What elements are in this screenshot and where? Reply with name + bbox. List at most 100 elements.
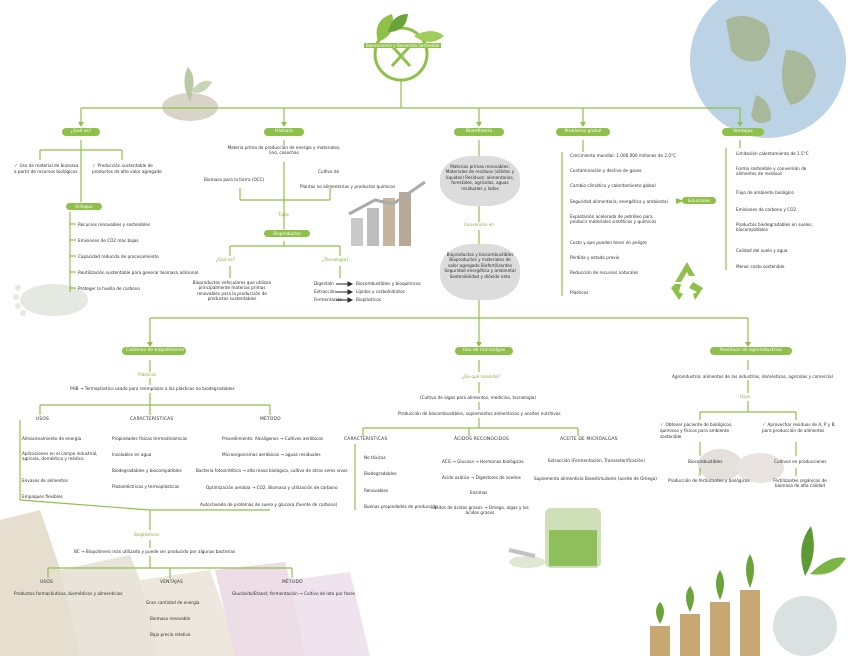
- algas-col-header: ACEITE DE MICROALGAS: [560, 437, 618, 442]
- que-es-item-2: ✓ Producción sustentable de productos de…: [92, 163, 170, 175]
- usos-item: Empaques flexibles: [22, 494, 63, 499]
- soluciones-pill[interactable]: Soluciones: [682, 197, 716, 204]
- agro-right-2: Cultivos en producciones: [774, 459, 827, 464]
- metodo2-item: Glucósido/Etanol; fermentación → Cultivo…: [232, 591, 355, 596]
- algas-acidos-item: Enzimas: [470, 490, 488, 495]
- check-icon: ✓: [660, 422, 664, 428]
- agro-left-3: Producción de fertilizantes y biológicos: [668, 478, 750, 483]
- problema-item: Crecimiento mundial: 1.000.000 millones …: [570, 153, 676, 158]
- metodo-item: Microorganismos aeróbicos → aguas residu…: [222, 452, 321, 457]
- historia-sub: Tipos: [278, 212, 289, 217]
- branch-problema-global[interactable]: Problema global: [556, 128, 610, 136]
- ventajas-item: Flujo de ambiente biológico: [736, 190, 794, 195]
- enfoque-pill[interactable]: Enfoque: [66, 203, 102, 210]
- cadenas-def1: PHB → Termoplástico usado para reemplaza…: [70, 386, 235, 391]
- ventajas-item: Menor costo sostenible: [736, 264, 784, 269]
- check-icon: ✓: [92, 163, 96, 169]
- algas-caract-item: Buenas propiedades de producción: [364, 504, 438, 509]
- agro-right-3: Fertilizantes orgánicos de biomasa de al…: [768, 478, 832, 489]
- enfoque-item: Proteger la huella de carbono: [78, 286, 140, 291]
- tech-row-a: Digestión: [314, 281, 334, 286]
- cadenas-col-header: CARACTERÍSTICAS: [130, 417, 173, 422]
- usos2-item: Productos farmacéuticos, biomédicos y al…: [14, 591, 123, 596]
- agro-left-2: Biocombustibles: [688, 459, 722, 464]
- enfoque-item: Recursos renovables y sostenibles: [78, 222, 150, 227]
- cadenas-sub1: Plásticos: [138, 372, 156, 377]
- agro-right: ✓ Aprovechar residuos de A, P y B, para …: [762, 422, 838, 434]
- biorefineria-mid: Conversión en: [464, 222, 494, 227]
- enfoque-item: Reutilización sustentable para generar b…: [78, 270, 198, 275]
- enfoque-item: Emisiones de CO2 más bajas: [78, 238, 139, 243]
- ventajas2-item: Bajo precio relativo: [150, 632, 191, 637]
- usos-item: Aplicaciones en el campo industrial, agr…: [22, 451, 104, 462]
- historia-left: Biomasa para la tierra (OCC): [204, 177, 264, 182]
- problema-item: Pérdida y estado previo: [570, 255, 619, 260]
- cadenas2-col-header: VENTAJAS: [160, 580, 183, 585]
- main-title: Bioeconomía y Desarrollo Sostenible: [364, 43, 441, 48]
- branch-ventajas[interactable]: Ventajas: [722, 128, 764, 136]
- que-es-item-1: ✓ Uso de material de biomasa a partir de…: [14, 163, 80, 175]
- tech-row-a: Fermentación: [314, 297, 343, 302]
- tech-row-b: Lípidos y carbohidratos: [356, 289, 405, 294]
- problema-item: Cambio climático y calentamiento global: [570, 183, 656, 188]
- agro-intro: Agroindustria: alimentos de las industri…: [672, 374, 833, 379]
- cadenas-sub2: Bioplásticos: [134, 532, 159, 537]
- historia-right: Plantas no alimentarias y productos quím…: [300, 184, 395, 189]
- caract-item: Biodegradables y biocompatibles: [112, 468, 182, 473]
- check-icon: ✓: [762, 422, 766, 428]
- ventajas2-item: Biomasa renovable: [150, 616, 190, 621]
- branch-que-es[interactable]: ¿Qué es?: [62, 128, 100, 136]
- cadenas2-col-header: MÉTODO: [282, 580, 303, 585]
- bioproductos-pill[interactable]: Bioproductos: [264, 230, 310, 237]
- problema-item: Contaminación y declive de gases: [570, 168, 642, 173]
- ventajas-item: Forma sostenible y conversión de aliment…: [736, 166, 812, 177]
- branch-cadenas[interactable]: Cadenas de biopolímeros: [122, 347, 186, 355]
- cadenas-def2: BC → Biopolímero más utilizado y puede s…: [74, 549, 235, 554]
- problema-item: Plásticos: [570, 290, 588, 295]
- algas-production: Producción de biocombustibles, suplement…: [398, 411, 561, 416]
- tech-row-a: Extracción: [314, 289, 336, 294]
- branch-microalgas[interactable]: Uso de microalgas: [455, 347, 513, 355]
- ventajas2-item: Gran cantidad de energía: [146, 600, 199, 605]
- ventajas-item: Limitación calentamiento de 1.5°C: [736, 151, 809, 156]
- metodo-item: Procedimiento: Alcaligenes → Cultivos ae…: [222, 436, 323, 441]
- ventajas-item: Emisiones de carbono y CO2: [736, 207, 796, 212]
- branch-agroindustrias[interactable]: Residuos de agroindustrias: [710, 347, 792, 355]
- algas-question: ¿De qué consiste?: [462, 374, 500, 379]
- cadenas-col-header: USOS: [36, 417, 49, 422]
- metodo-item: Optimización aerobia → CO2, Biomasa y ut…: [206, 485, 338, 490]
- algas-acidos-item: Lípidos de ácidos grasos → Omega, algas …: [430, 505, 530, 516]
- algas-caract-item: Renovables: [364, 488, 388, 493]
- enfoque-item: Capacidad reducida de procesamiento: [78, 254, 159, 259]
- ventajas-item: Calidad del suelo y agua: [736, 248, 787, 253]
- agro-left: ✓ Obtener paciente de biológicos, químic…: [660, 422, 740, 439]
- biorefineria-cloud-2-text: Bioproductos y biocombustibles Bioproduc…: [444, 252, 516, 279]
- problema-item: Explotación acelerada de petróleo para p…: [570, 214, 670, 225]
- agro-sub: Usos: [740, 394, 750, 399]
- algas-acidos-item: Ácido oxálico → Digestores de aceites: [442, 475, 521, 480]
- bioproductos-q1-text: Bioproductos vehiculares que utilizan pr…: [190, 280, 274, 302]
- cadenas-col-header: MÉTODO: [260, 417, 281, 422]
- ventajas-item: Productos biodegradables en suelos, bioc…: [736, 222, 816, 233]
- algas-caract-item: No tóxicas: [364, 455, 386, 460]
- problema-item: Seguridad alimentaria, energética y ambi…: [570, 199, 668, 204]
- historia-intro: Materia prima de producción de energía y…: [226, 145, 342, 156]
- caract-item: Piezoeléctricas y termoplásticas: [112, 484, 179, 489]
- algas-caract-item: Biodegradables: [364, 471, 397, 476]
- branch-historia[interactable]: Historia: [264, 128, 304, 136]
- caract-item: Propiedades físicas termodinámicas: [112, 436, 187, 441]
- bioproductos-q1: ¿Qué es?: [216, 257, 235, 262]
- algas-intro: (Cultivo de algas para alimentos, medici…: [420, 395, 536, 400]
- algas-col-header: ÁCIDOS RECONOCIDOS: [454, 437, 509, 442]
- biorefineria-cloud-1-text: Materias primas renovables: Materiales d…: [444, 164, 516, 191]
- cadenas2-col-header: USOS: [40, 580, 53, 585]
- problema-item: Reducción de recursos naturales: [570, 270, 638, 275]
- usos-item: Envases de alimentos: [22, 478, 68, 483]
- bioproductos-q2: ¿Tecnología?: [322, 257, 349, 262]
- algas-acidos-item: ACG → Glucosa → Hormonas biológicas: [442, 459, 524, 464]
- historia-right-top: Cultivo de: [318, 169, 339, 174]
- algas-col-header: CARACTERÍSTICAS: [344, 437, 387, 442]
- problema-item: Costo y que pueden tener en peligro: [570, 240, 647, 245]
- branch-biorefineria[interactable]: Biorefinería: [454, 128, 504, 136]
